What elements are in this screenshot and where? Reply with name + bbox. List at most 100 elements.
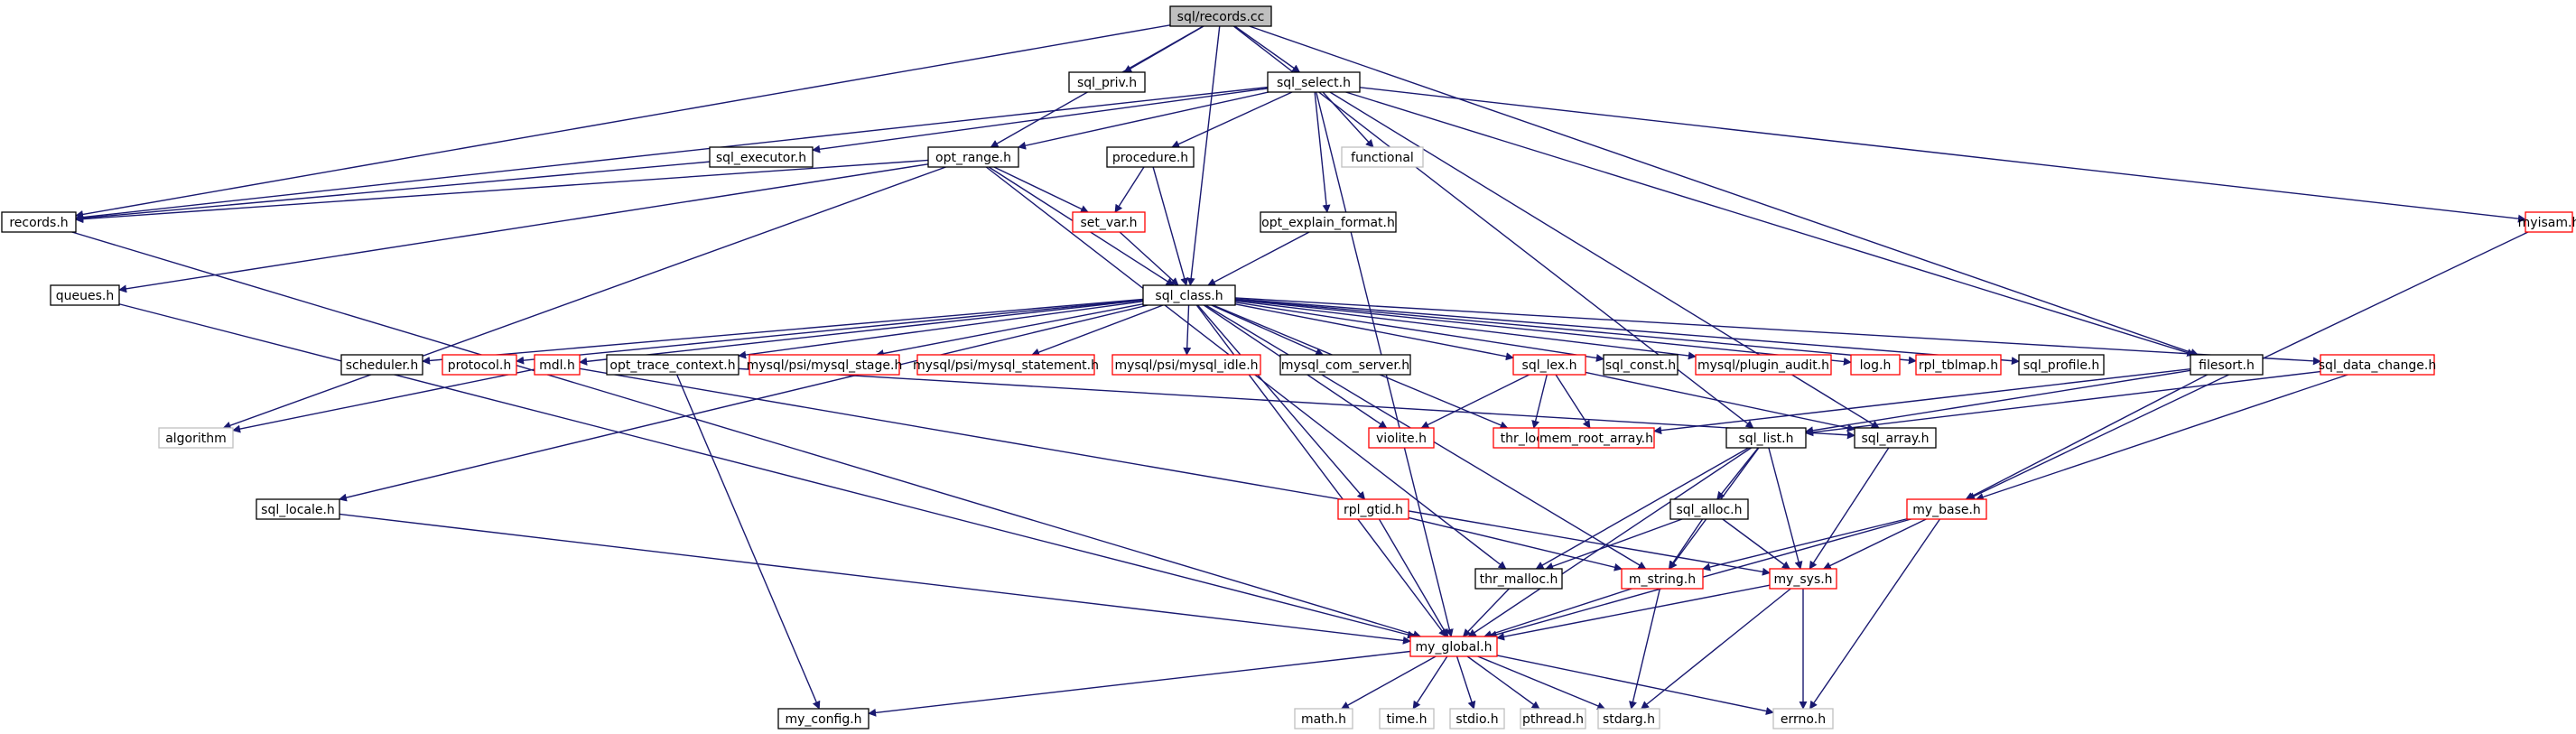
edge-opt_range-to-set_var — [993, 166, 1089, 213]
edge-sql_class-to-plugin_audit — [1234, 300, 1697, 360]
edge-m_string-to-stdarg_h — [1629, 588, 1661, 710]
node-violite[interactable]: violite.h — [1368, 427, 1435, 449]
edge-my_global-to-errno_h — [1496, 655, 1774, 715]
node-box — [2320, 354, 2435, 376]
node-my-base[interactable]: my_base.h — [1906, 498, 1987, 520]
node-opt-explain[interactable]: opt_explain_format.h — [1260, 211, 1397, 233]
edge-my_sys-to-stdarg_h — [1640, 588, 1791, 710]
node-box — [1111, 354, 1261, 376]
node-psi-stage[interactable]: mysql/psi/mysql_stage.h — [747, 354, 903, 376]
edge-set_var-to-sql_class — [1119, 231, 1179, 286]
node-math-h: math.h — [1294, 708, 1353, 729]
node-scheduler[interactable]: scheduler.h — [340, 354, 423, 376]
node-m-string[interactable]: m_string.h — [1621, 568, 1704, 590]
edge-my_sys-to-my_global — [1496, 584, 1771, 641]
node-label: time.h — [1387, 712, 1427, 727]
node-label: protocol.h — [448, 358, 511, 373]
node-label: scheduler.h — [346, 358, 419, 373]
node-opt-range[interactable]: opt_range.h — [927, 146, 1019, 168]
edge-sql_class-to-rpl_tblmap — [1234, 298, 1917, 365]
node-label: violite.h — [1376, 432, 1427, 446]
node-rpl-gtid[interactable]: rpl_gtid.h — [1337, 498, 1409, 520]
node-sql-class[interactable]: sql_class.h — [1142, 284, 1236, 306]
node-box — [1449, 708, 1505, 729]
edge-sql_class-to-mdl — [579, 299, 1144, 366]
node-sql-const[interactable]: sql_const.h — [1603, 354, 1679, 376]
edge-sql_class-to-protocol — [516, 299, 1144, 365]
node-opt-trace-ctx[interactable]: opt_trace_context.h — [606, 354, 739, 376]
edge-my_global-to-pthread_h — [1466, 655, 1540, 710]
edge-filesort-to-sql_list — [1805, 369, 2191, 435]
node-label: mysql/plugin_audit.h — [1697, 358, 1829, 373]
edge-my_global-to-stdio_h — [1455, 655, 1476, 710]
node-box — [1474, 568, 1563, 590]
node-protocol[interactable]: protocol.h — [442, 354, 517, 376]
edge-m_string-to-my_global — [1483, 588, 1632, 638]
node-box — [256, 498, 340, 520]
edge-records_cc-to-sql_class — [1186, 25, 1221, 286]
node-plugin-audit[interactable]: mysql/plugin_audit.h — [1695, 354, 1832, 376]
node-sql-profile[interactable]: sql_profile.h — [2018, 354, 2105, 376]
node-mem-root-array[interactable]: mem_root_array.h — [1538, 427, 1655, 449]
node-records-cc: sql/records.cc — [1169, 5, 1272, 27]
node-box — [1409, 636, 1498, 657]
edge-opt_range-to-algorithm — [222, 166, 946, 430]
edge-sql_lex-to-mem_root_array — [1555, 374, 1591, 429]
node-sql-alloc[interactable]: sql_alloc.h — [1669, 498, 1749, 520]
edge-sql_list-to-my_sys — [1768, 447, 1803, 570]
edge-sql_alloc-to-m_string — [1668, 518, 1704, 570]
node-sql-locale[interactable]: sql_locale.h — [256, 498, 340, 520]
node-label: rpl_tblmap.h — [1919, 358, 1998, 373]
node-my-sys[interactable]: my_sys.h — [1769, 568, 1837, 590]
node-label: queues.h — [56, 289, 114, 303]
node-myisam[interactable]: myisam.h — [2518, 211, 2576, 233]
node-psi-statement[interactable]: mysql/psi/mysql_statement.h — [913, 354, 1099, 376]
node-label: functional — [1351, 151, 1414, 165]
node-box — [1267, 71, 1361, 93]
node-sql-executor[interactable]: sql_executor.h — [709, 146, 814, 168]
edge-sql_class-to-psi_statement — [1031, 304, 1164, 357]
node-procedure[interactable]: procedure.h — [1106, 146, 1195, 168]
node-my-config[interactable]: my_config.h — [777, 708, 870, 729]
node-box — [1603, 354, 1679, 376]
edge-my_base-to-errno_h — [1809, 518, 1941, 710]
node-rpl-tblmap[interactable]: rpl_tblmap.h — [1915, 354, 2002, 376]
edge-my_base-to-m_string — [1702, 518, 1908, 571]
node-log-h[interactable]: log.h — [1850, 354, 1901, 376]
node-sql-array[interactable]: sql_array.h — [1854, 427, 1937, 449]
edge-records_cc-to-filesort — [1249, 25, 2199, 357]
node-set-var[interactable]: set_var.h — [1072, 211, 1146, 233]
node-sql-select[interactable]: sql_select.h — [1267, 71, 1361, 93]
edge-sql_select-to-opt_range — [1018, 91, 1269, 150]
node-sql-data-change[interactable]: sql_data_change.h — [2319, 354, 2436, 376]
node-box — [749, 354, 900, 376]
node-box — [1621, 568, 1704, 590]
node-label: sql_profile.h — [2023, 358, 2100, 373]
node-com-server[interactable]: mysql_com_server.h — [1279, 354, 1411, 376]
node-my-global[interactable]: my_global.h — [1409, 636, 1498, 657]
edge-sql_class-to-psi_idle — [1183, 304, 1192, 356]
node-box — [1520, 708, 1586, 729]
node-sql-list[interactable]: sql_list.h — [1725, 427, 1807, 449]
edge-opt_range-to-records_h — [75, 159, 929, 224]
node-box — [1142, 284, 1236, 306]
node-thr-malloc[interactable]: thr_malloc.h — [1474, 568, 1563, 590]
node-sql-priv[interactable]: sql_priv.h — [1068, 71, 1146, 93]
node-queues[interactable]: queues.h — [50, 284, 120, 306]
node-sql-lex[interactable]: sql_lex.h — [1512, 354, 1586, 376]
node-box — [1597, 708, 1660, 729]
edge-sql_lex-to-violite — [1420, 374, 1530, 429]
node-psi-idle[interactable]: mysql/psi/mysql_idle.h — [1111, 354, 1261, 376]
node-label: sql_const.h — [1605, 358, 1676, 373]
node-box — [1538, 427, 1655, 449]
node-mdl[interactable]: mdl.h — [534, 354, 581, 376]
edge-my_global-to-math_h — [1341, 655, 1437, 710]
node-filesort[interactable]: filesort.h — [2190, 354, 2264, 376]
node-time-h: time.h — [1379, 708, 1435, 729]
node-records-h[interactable]: records.h — [1, 211, 77, 233]
node-label: pthread.h — [1522, 712, 1584, 727]
edge-sql_select-to-functional — [1322, 91, 1374, 148]
edge-rpl_gtid-to-m_string — [1408, 516, 1623, 571]
node-label: errno.h — [1781, 712, 1826, 727]
node-label: mdl.h — [539, 358, 575, 373]
